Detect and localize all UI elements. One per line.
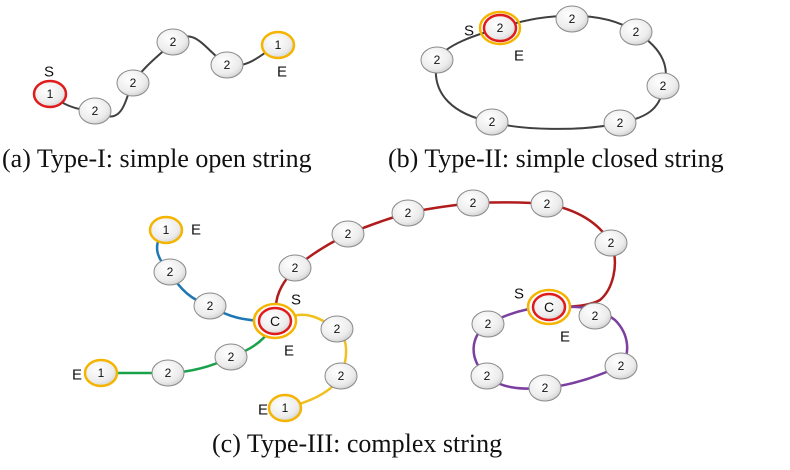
node: 2 xyxy=(193,292,227,320)
caption-b: (b) Type-II: simple closed string xyxy=(388,144,724,173)
node-label: 2 xyxy=(489,115,496,129)
node-label: 2 xyxy=(228,350,235,364)
node: 2 xyxy=(594,229,628,257)
node-label: 1 xyxy=(47,87,54,101)
end-label: E xyxy=(191,222,201,239)
node: 2 xyxy=(214,343,248,371)
start-label: S xyxy=(464,23,474,40)
node-label: 1 xyxy=(282,401,289,415)
node-label: 2 xyxy=(544,197,551,211)
node-label: 2 xyxy=(165,366,172,380)
node: 2 xyxy=(475,108,509,136)
node-label: 2 xyxy=(569,12,576,26)
node-end: 1 xyxy=(148,215,184,245)
node: 2 xyxy=(153,258,187,286)
node-label: 2 xyxy=(497,21,504,35)
node-label: 2 xyxy=(338,369,345,383)
node: 2 xyxy=(555,5,589,33)
node-label: 1 xyxy=(275,38,282,52)
node: 2 xyxy=(278,254,312,282)
end-label: E xyxy=(514,48,524,65)
node-label: 2 xyxy=(170,35,177,49)
node-label: 2 xyxy=(345,227,352,241)
node: 2 xyxy=(391,199,425,227)
node-label: C xyxy=(270,313,280,329)
panel-type-i: 1 2 2 2 2 1 S E xyxy=(32,28,296,125)
center-node-right: C xyxy=(526,288,572,326)
node-label: 2 xyxy=(633,25,640,39)
node: 2 xyxy=(619,18,653,46)
node: 2 xyxy=(603,109,637,137)
node-label: 2 xyxy=(617,116,624,130)
node-label: 2 xyxy=(434,53,441,67)
end-label: E xyxy=(284,343,294,360)
end-label: E xyxy=(258,402,268,419)
node: 2 xyxy=(471,310,505,338)
node: 2 xyxy=(528,374,562,402)
node: 2 xyxy=(470,362,504,390)
node: 2 xyxy=(116,69,150,97)
node: 2 xyxy=(420,46,454,74)
node-label: 2 xyxy=(660,79,667,93)
end-label: E xyxy=(277,64,287,81)
center-node-left: C xyxy=(252,302,298,340)
node: 2 xyxy=(331,220,365,248)
node-label: 2 xyxy=(405,206,412,220)
node: 2 xyxy=(604,352,638,380)
node-label: 2 xyxy=(130,76,137,90)
node-end: 1 xyxy=(83,358,119,388)
node: 2 xyxy=(324,362,358,390)
panel-type-iii: 1 2 2 1 2 2 2 2 xyxy=(72,189,638,423)
caption-a: (a) Type-I: simple open string xyxy=(2,144,312,173)
node-label: 2 xyxy=(542,381,549,395)
node: 2 xyxy=(151,359,185,387)
node-label: 2 xyxy=(618,359,625,373)
node-label: C xyxy=(544,299,554,315)
node: 2 xyxy=(156,28,190,56)
node-label: 2 xyxy=(485,317,492,331)
node-start: 1 xyxy=(32,79,68,109)
node: 2 xyxy=(210,51,244,79)
start-label: S xyxy=(44,64,54,81)
caption-c: (c) Type-III: complex string xyxy=(212,429,502,458)
node-label: 1 xyxy=(163,223,170,237)
node: 2 xyxy=(646,72,680,100)
end-label: E xyxy=(560,329,570,346)
node-end: 1 xyxy=(260,30,296,60)
node-label: 2 xyxy=(470,196,477,210)
node-label: 2 xyxy=(592,309,599,323)
node-label: 1 xyxy=(98,366,105,380)
node: 2 xyxy=(320,315,354,343)
node: 2 xyxy=(78,97,112,125)
node-start-end: 2 xyxy=(478,10,522,46)
node: 2 xyxy=(578,302,612,330)
node-label: 2 xyxy=(334,322,341,336)
node: 2 xyxy=(530,190,564,218)
node-end: 1 xyxy=(267,393,303,423)
node-label: 2 xyxy=(292,261,299,275)
panel-type-ii: 2 2 2 2 2 2 2 S E xyxy=(420,5,680,137)
node-label: 2 xyxy=(167,265,174,279)
node: 2 xyxy=(456,189,490,217)
node-label: 2 xyxy=(224,58,231,72)
node-label: 2 xyxy=(484,369,491,383)
node-label: 2 xyxy=(207,299,214,313)
node-label: 2 xyxy=(92,104,99,118)
node-label: 2 xyxy=(608,236,615,250)
start-label: S xyxy=(291,292,301,309)
end-label: E xyxy=(72,367,82,384)
start-label: S xyxy=(514,286,524,303)
